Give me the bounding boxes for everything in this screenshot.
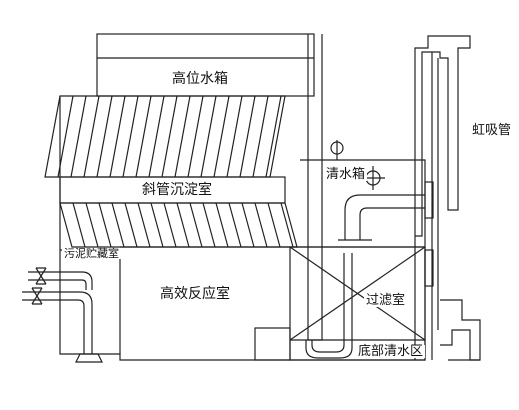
inclined-tube	[213, 95, 230, 178]
sludge-pipe-upper	[28, 271, 93, 290]
inclined-tube	[150, 202, 164, 248]
inclined-tube	[267, 202, 281, 248]
label-sludge: 污泥贮藏室	[62, 247, 121, 260]
high-tank-vertical-pipe	[307, 34, 323, 341]
clear-water-elbow-pipe	[344, 194, 425, 240]
label-bottom-clear: 底部清水区	[356, 344, 426, 359]
inclined-tube	[137, 202, 151, 248]
inclined-tube	[176, 202, 190, 248]
inclined-tube	[96, 95, 113, 178]
filter-chamber	[289, 246, 426, 361]
inclined-tube	[265, 95, 282, 178]
inclined-tube	[228, 202, 242, 248]
inclined-tube	[83, 95, 100, 178]
label-reaction: 高效反应室	[160, 286, 230, 302]
inclined-tube	[252, 95, 269, 178]
tube-band-outline	[44, 95, 286, 178]
reaction-bottom-block	[254, 327, 291, 361]
inclined-tube	[202, 202, 216, 248]
inclined-tube	[109, 95, 126, 178]
sludge-drain	[75, 353, 103, 363]
label-high-tank: 高位水箱	[172, 71, 228, 87]
inclined-tube	[85, 202, 99, 248]
inclined-tube	[148, 95, 165, 178]
inclined-tube	[98, 202, 112, 248]
inclined-tube	[215, 202, 229, 248]
sludge-pipe-lower	[22, 291, 93, 354]
inclined-tube	[280, 202, 294, 248]
inclined-tube	[72, 202, 86, 248]
siphon-tube	[414, 35, 471, 360]
inclined-tubes-upper	[44, 95, 286, 178]
label-filter: 过滤室	[364, 293, 408, 308]
inclined-tube	[124, 202, 138, 248]
inclined-tube	[187, 95, 204, 178]
inclined-tube	[122, 95, 139, 178]
inclined-tube	[70, 95, 87, 178]
siphon-bottom	[440, 299, 481, 361]
inclined-tube	[200, 95, 217, 178]
inclined-tubes-lower	[59, 202, 298, 248]
inclined-tube	[161, 95, 178, 178]
inclined-tube	[174, 95, 191, 178]
label-inclined-tube: 斜管沉淀室	[140, 182, 214, 198]
valve-2	[31, 287, 43, 305]
inclined-tube	[254, 202, 268, 248]
main-tank-outline	[59, 96, 426, 361]
inclined-tube	[226, 95, 243, 178]
label-siphon: 虹吸管	[472, 123, 512, 138]
inclined-tube	[189, 202, 203, 248]
valve-1	[35, 267, 47, 285]
inclined-tube	[239, 95, 256, 178]
filter-u-pipe	[305, 253, 353, 359]
clear-tank-valve-left	[330, 141, 344, 155]
filter-cross-b	[289, 246, 426, 341]
inclined-tube	[241, 202, 255, 248]
inclined-tube	[135, 95, 152, 178]
right-flange-upper	[424, 181, 434, 219]
right-flange-lower	[424, 249, 434, 287]
inclined-tube	[111, 202, 125, 248]
inclined-tube	[163, 202, 177, 248]
label-clear-tank: 清水箱	[324, 167, 368, 182]
